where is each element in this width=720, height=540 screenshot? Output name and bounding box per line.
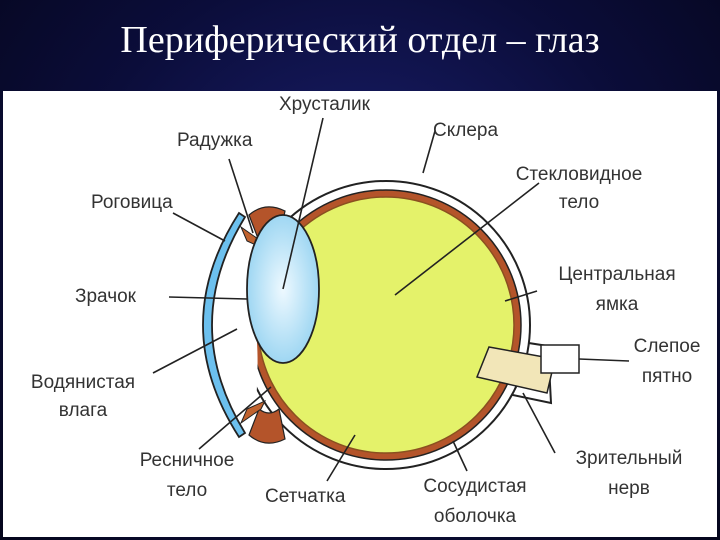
label-pupil: Зрачок <box>75 286 136 307</box>
label-sclera: Склера <box>433 120 499 141</box>
label-optic-nerve-line2: нерв <box>608 478 650 499</box>
pointer-fovea <box>504 290 538 302</box>
label-ciliary-line2: тело <box>166 480 208 501</box>
ciliary-body-bottom <box>248 407 286 444</box>
label-ciliary-line1: Ресничное <box>139 450 235 471</box>
label-blind-spot-line2: пятно <box>641 366 693 387</box>
label-blind-spot-line1: Слепое <box>633 336 701 357</box>
optic-nerve-shape <box>475 346 556 394</box>
label-cornea: Роговица <box>91 192 173 213</box>
pointer-pupil <box>168 296 248 300</box>
label-retina: Сетчатка <box>265 486 346 507</box>
label-iris: Радужка <box>177 130 253 151</box>
label-fovea-line1: Центральная <box>558 264 676 285</box>
label-choroid-line1: Сосудистая <box>423 476 527 497</box>
slide-title: Периферический отдел – глаз <box>120 19 600 61</box>
pointer-choroid <box>452 440 468 472</box>
pointer-sclera <box>422 130 436 174</box>
pointer-vitreous <box>394 182 540 296</box>
label-choroid-line2: оболочка <box>433 506 517 527</box>
eye-illustration <box>152 117 630 482</box>
pointer-iris <box>228 158 254 234</box>
label-aqueous-line1: Водянистая <box>30 372 136 393</box>
pointer-lens <box>282 117 324 290</box>
label-lens: Хрусталик <box>279 94 370 115</box>
pointer-retina <box>326 434 356 482</box>
pointer-cornea <box>172 212 226 242</box>
pointer-optic-nerve <box>522 392 556 454</box>
cornea-shape <box>202 211 247 439</box>
label-optic-nerve-line1: Зрительный <box>575 448 683 469</box>
label-aqueous-line2: влага <box>58 400 108 421</box>
pointer-ciliary <box>198 386 272 450</box>
blind-spot-marker <box>540 344 580 374</box>
pointer-blind-spot <box>578 358 630 362</box>
label-vitreous-line2: тело <box>558 192 600 213</box>
label-fovea-line2: ямка <box>595 294 639 315</box>
pointer-aqueous <box>152 328 238 374</box>
iris-lower <box>239 399 267 425</box>
eye-diagram: Хрусталик Радужка Склера Роговица Стекло… <box>3 91 717 537</box>
label-vitreous-line1: Стекловидное <box>515 164 643 185</box>
